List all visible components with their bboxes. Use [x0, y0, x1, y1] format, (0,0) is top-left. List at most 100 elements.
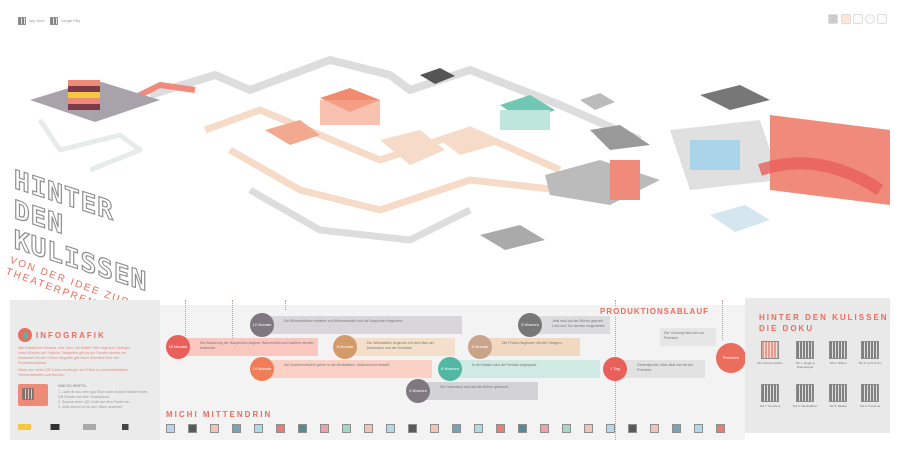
michi-video-qr[interactable]: [364, 424, 373, 433]
infografik-qr-note: Hinter den vielen QR-Codes verbergen sic…: [18, 368, 129, 377]
michi-video-qr[interactable]: [716, 424, 725, 433]
michi-video-qr[interactable]: [672, 424, 681, 433]
doku-video-qr[interactable]: [796, 341, 814, 359]
michi-video-qr[interactable]: [342, 424, 351, 433]
timeline-step-circle[interactable]: 8 Monate: [333, 335, 357, 359]
qr-icon[interactable]: [828, 14, 838, 24]
step-label: 12 Monate: [252, 322, 272, 327]
step-label: 6 Wochen: [441, 366, 459, 371]
infografik-heading: INFOGRAFIK: [36, 331, 106, 340]
michi-video-qr[interactable]: [650, 424, 659, 433]
circle-icon[interactable]: [865, 14, 875, 24]
doku-video-qr[interactable]: [861, 341, 879, 359]
michi-video-qr[interactable]: [562, 424, 571, 433]
step-description: Jetzt wird auf der Bühne geprobt, Licht …: [552, 319, 606, 328]
doku-video-label: Teil 7: Premiere: [759, 404, 781, 408]
michi-video-qr[interactable]: [276, 424, 285, 433]
michi-video-qr[interactable]: [474, 424, 483, 433]
path-gray: [248, 186, 472, 244]
step-description: Die Dekoration wird auf die Bühne gebrac…: [440, 385, 509, 389]
timeline-heading: PRODUKTIONSABLAUF: [598, 307, 711, 316]
doku-video-label: Die Dokumentation: [757, 361, 783, 365]
timeline-ribbon: Die Bühnenbildner erstellen ein Bühnenmo…: [262, 316, 462, 334]
step-description: Die Bühnenbildner erstellen ein Bühnenmo…: [284, 319, 403, 323]
howto-step: 1. Lade dir aus dem App Store oder Andro…: [58, 390, 148, 399]
michi-video-qr[interactable]: [320, 424, 329, 433]
step-description: Die Besetzung der Hauptrollen beginnt. B…: [200, 341, 314, 350]
step-label: 14 Monate: [252, 366, 272, 371]
step-description: Die Proben beginnen mit den Sängern.: [502, 341, 563, 345]
michi-video-qr[interactable]: [606, 424, 615, 433]
michi-video-qr[interactable]: [188, 424, 197, 433]
timeline-step-circle[interactable]: 6 Monate: [468, 335, 492, 359]
image-icon[interactable]: [841, 14, 851, 24]
michi-video-qr[interactable]: [298, 424, 307, 433]
doku-video-qr[interactable]: [796, 384, 814, 402]
path-gray: [148, 56, 642, 144]
premiere-text: Der Vorhang hebt sich zur Premiere.: [660, 328, 716, 346]
timeline-step-circle[interactable]: 4 Wochen: [406, 379, 430, 403]
timeline-marker: [232, 300, 233, 340]
timeline-ribbon: In der Maske wird die Perücke angepasst.: [450, 360, 600, 378]
doku-video-qr[interactable]: [829, 341, 847, 359]
timeline-ribbon: Generalprobe: Alles läuft wie bei der Pr…: [615, 360, 705, 378]
michi-video-qr[interactable]: [254, 424, 263, 433]
step-label: 6 Monate: [471, 344, 489, 349]
step-description: Die Kostümentwürfe gehen in die Werkstät…: [284, 363, 390, 367]
isometric-theater-scene: [30, 56, 890, 250]
michi-video-qr[interactable]: [518, 424, 527, 433]
path-beige: [203, 106, 562, 174]
qr-google-play[interactable]: [50, 17, 58, 25]
michi-video-qr[interactable]: [386, 424, 395, 433]
howto-step: 2. Scanne einen QR-Code auf dem Poster e…: [58, 400, 130, 404]
doku-video-qr[interactable]: [761, 341, 779, 359]
infografik-panel: INFOGRAFIK Wie entsteht ein Musical, ein…: [10, 300, 160, 440]
doku-video-label: Teil 3: Licht & Ton: [858, 361, 882, 365]
michi-video-qr[interactable]: [430, 424, 439, 433]
timeline-marker: [285, 300, 286, 310]
michi-video-qr[interactable]: [166, 424, 175, 433]
michi-video-qr[interactable]: [584, 424, 593, 433]
michi-video-qr[interactable]: [232, 424, 241, 433]
timeline-step-circle[interactable]: 3 Wochen: [518, 313, 542, 337]
premiere-circle[interactable]: Premiere: [716, 343, 746, 373]
timeline-ribbon: Die Kostümentwürfe gehen in die Werkstät…: [262, 360, 432, 378]
michi-video-qr[interactable]: [694, 424, 703, 433]
howto-list: 1. Lade dir aus dem App Store oder Andro…: [58, 390, 148, 410]
step-label: 18 Monate: [168, 344, 188, 349]
michi-video-qr[interactable]: [452, 424, 461, 433]
timeline-ribbon: Die Dekoration wird auf die Bühne gebrac…: [418, 382, 538, 400]
qr-phone-illustration: [18, 384, 48, 406]
info-icon[interactable]: [877, 14, 887, 24]
doku-heading-line: HINTER DEN KULISSEN: [759, 313, 889, 322]
timeline-step-circle[interactable]: 6 Wochen: [438, 357, 462, 381]
doku-video-qr[interactable]: [829, 384, 847, 402]
michi-video-qr[interactable]: [496, 424, 505, 433]
doku-video-qr[interactable]: [861, 384, 879, 402]
michi-heading: MICHI MITTENDRIN: [166, 410, 273, 419]
doku-video-label: Teil 1: Regie & Dramaturgie: [795, 361, 815, 369]
step-label: 4 Wochen: [409, 388, 427, 393]
infografik-intro: Wie entsteht ein Musical, eine Oper, ein…: [18, 346, 131, 365]
timeline-ribbon: Die Besetzung der Hauptrollen beginnt. B…: [178, 338, 318, 356]
timeline-ribbon: Die Proben beginnen mit den Sängern.: [480, 338, 580, 356]
doku-heading-line: DIE DOKU: [759, 324, 815, 333]
michi-video-qr[interactable]: [408, 424, 417, 433]
text-icon[interactable]: [853, 14, 863, 24]
qr-app-store[interactable]: [18, 17, 26, 25]
timeline-step-circle[interactable]: 1 Tag: [603, 357, 627, 381]
michi-video-qr[interactable]: [210, 424, 219, 433]
timeline-step-circle[interactable]: 12 Monate: [250, 313, 274, 337]
howto-step: 3. Jetzt kannst du dir den Video ansehen…: [58, 405, 123, 409]
step-description: In der Maske wird die Perücke angepasst.: [472, 363, 538, 367]
sponsor-logos: [18, 424, 148, 430]
michi-video-qr[interactable]: [628, 424, 637, 433]
michi-video-qr[interactable]: [540, 424, 549, 433]
doku-video-label: Teil 5: Maske: [829, 404, 847, 408]
timeline-step-circle[interactable]: 18 Monate: [166, 335, 190, 359]
timeline-step-circle[interactable]: 14 Monate: [250, 357, 274, 381]
qr-label: App Store: [29, 19, 45, 23]
doku-video-qr[interactable]: [761, 384, 779, 402]
doku-heading: HINTER DEN KULISSEN DIE DOKU: [759, 312, 889, 334]
step-label: 8 Monate: [336, 344, 354, 349]
